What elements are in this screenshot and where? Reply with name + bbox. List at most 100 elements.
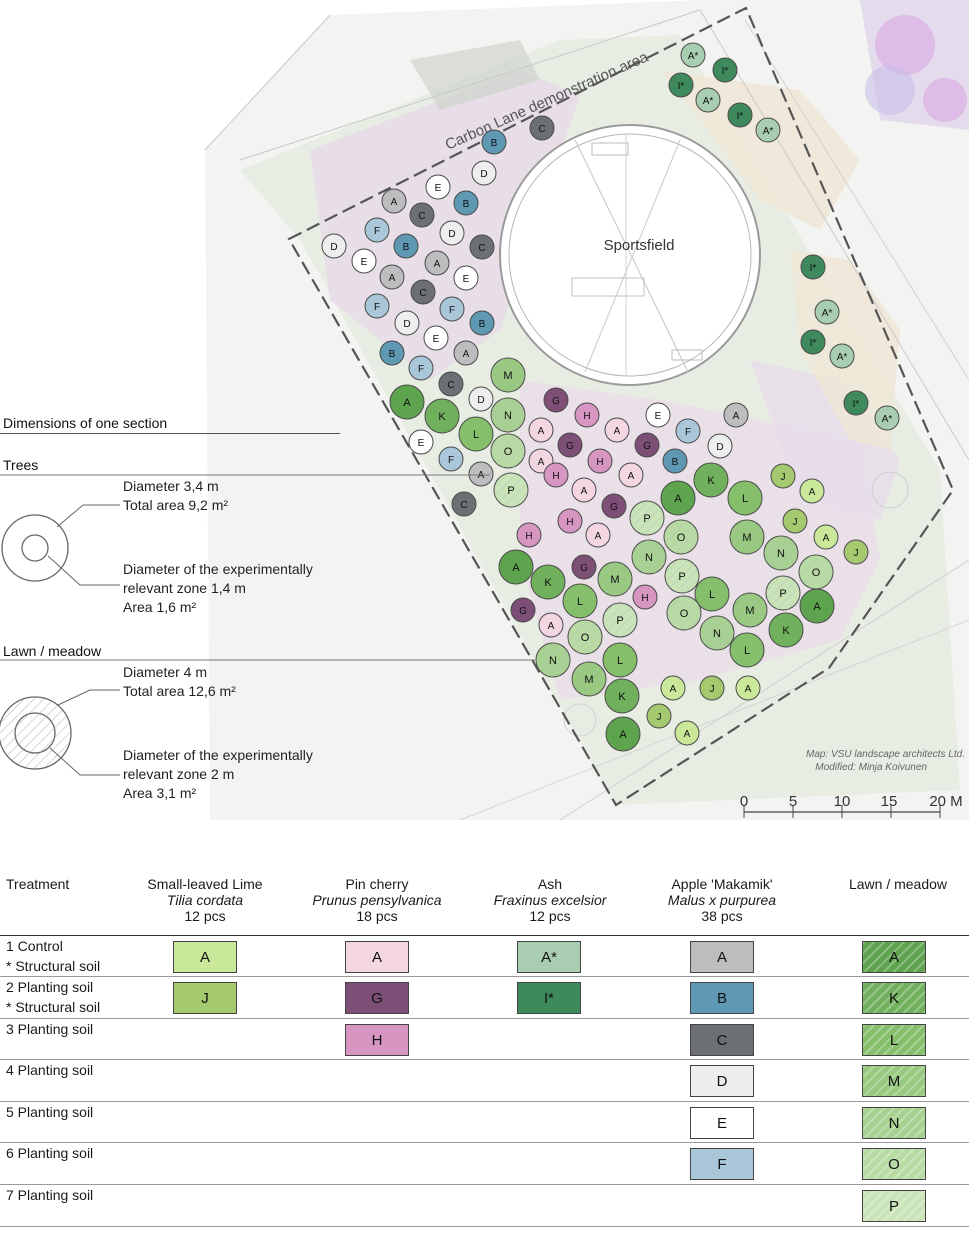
planting-marker-i-star: I* [668,72,694,98]
planting-marker-n: N [699,615,735,651]
marker-label: A [581,486,588,497]
row-label-7: 7 Planting soil [6,1185,93,1205]
col-name: Apple 'Makamik' [671,876,773,892]
marker-label: A [434,259,441,270]
planting-marker-h: H [516,522,542,548]
marker-label: L [577,596,583,608]
planting-marker-h: H [632,584,658,610]
treatment-cell-a: A [173,941,237,973]
row-label-3: 3 Planting soil [6,1019,93,1039]
planting-marker-f: F [438,446,464,472]
planting-marker-g: G [601,493,627,519]
marker-label: B [479,319,486,330]
planting-marker-o: O [798,554,834,590]
marker-label: A [595,531,602,542]
planting-marker-n: N [631,539,667,575]
marker-label: A [548,621,555,632]
marker-label: F [449,305,455,316]
marker-label: A* [703,96,714,107]
planting-marker-a: A [585,522,611,548]
col-count: 12 pcs [184,908,226,924]
planting-marker-d: D [468,386,494,412]
marker-label: K [782,625,790,637]
marker-label: N [549,655,557,667]
marker-label: C [447,380,454,391]
marker-label: E [655,411,662,422]
marker-label: H [566,517,573,528]
planting-marker-j: J [699,675,725,701]
planting-marker-n: N [535,642,571,678]
marker-label: B [672,457,679,468]
planting-marker-d: D [321,233,347,259]
col-header-pin-cherry: Pin cherry Prunus pensylvanica 18 pcs [312,876,441,924]
row-label-line1: 4 Planting soil [6,1062,94,1078]
treatment-cell-a: A [690,941,754,973]
marker-label: G [552,396,560,407]
treatment-cell-a-star: A* [517,941,581,973]
planting-marker-k: K [424,398,460,434]
marker-label: F [418,364,424,375]
marker-label: I* [737,111,744,122]
col-count: 12 pcs [529,908,571,924]
marker-label: D [330,242,337,253]
marker-label: L [473,429,479,441]
marker-label: J [793,517,798,528]
tree-section-symbol [1,504,120,586]
treatment-cell-j: J [173,982,237,1014]
marker-label: P [643,513,650,525]
planting-marker-a-star: A* [874,405,900,431]
planting-marker-a: A [571,477,597,503]
col-header-lime: Small-leaved Lime Tilia cordata 12 pcs [147,876,262,924]
marker-label: A* [837,352,848,363]
planting-marker-e: E [351,248,377,274]
trees-zone-line2: relevant zone 1,4 m [123,580,246,596]
planting-marker-a-star: A* [829,343,855,369]
planting-marker-k: K [693,462,729,498]
planting-marker-o: O [663,519,699,555]
marker-label: O [812,567,821,579]
marker-label: M [584,674,593,686]
treatment-cell-l: L [862,1024,926,1056]
marker-label: C [478,243,485,254]
planting-marker-c: C [469,234,495,260]
trees-total-area: Total area 9,2 m² [123,497,229,513]
treatment-cell-a: A [345,941,409,973]
row-separator [0,1226,969,1227]
planting-marker-b: B [662,448,688,474]
trees-label: Trees [3,457,39,473]
marker-label: D [480,169,487,180]
marker-label: N [504,410,512,422]
planting-marker-a: A [618,462,644,488]
planting-marker-b: B [393,233,419,259]
marker-label: A* [822,308,833,319]
planting-marker-i-star: I* [712,57,738,83]
marker-label: A [403,397,411,409]
marker-label: K [707,475,715,487]
marker-label: A [670,684,677,695]
col-sci: Fraxinus excelsior [493,892,607,908]
marker-label: I* [810,338,817,349]
planting-marker-a: A [723,402,749,428]
marker-label: P [779,588,786,600]
lawn-diameter: Diameter 4 m [123,664,208,680]
planting-marker-n: N [763,535,799,571]
planting-marker-e: E [453,265,479,291]
planting-marker-h: H [587,448,613,474]
sportsfield: Sportsfield [499,124,761,386]
planting-marker-l: L [729,632,765,668]
planting-marker-g: G [543,387,569,413]
col-name: Lawn / meadow [848,876,948,892]
planting-marker-f: F [364,217,390,243]
marker-label: F [448,455,454,466]
treatment-cell-h: H [345,1024,409,1056]
marker-label: B [491,138,498,149]
marker-label: O [677,532,686,544]
planting-marker-p: P [629,500,665,536]
row-label-1: 1 Control * Structural soil [6,936,100,976]
planting-marker-g: G [510,597,536,623]
marker-label: J [657,712,662,723]
row-label-line1: 2 Planting soil [6,979,94,995]
col-header-lawn: Lawn / meadow [849,876,947,892]
treatment-cell-c: C [690,1024,754,1056]
